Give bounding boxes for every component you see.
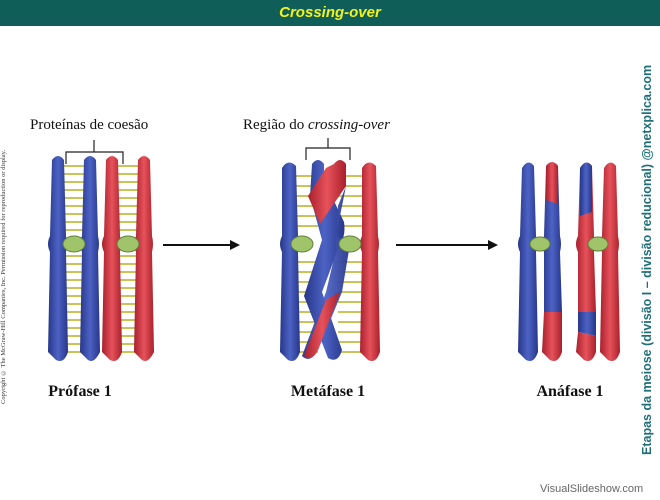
stage-label-anaphase: Anáfase 1 [536,383,604,400]
prophase-blue-chromatids [48,156,100,361]
metaphase-outer-chromatids [280,162,380,361]
prophase-cohesins [60,165,142,353]
prophase-centromeres [62,235,140,253]
arrow-metaphase-to-anaphase [396,240,498,250]
stage-label-prophase: Prófase 1 [48,383,112,400]
crossover-region-prefix: Região do [243,117,308,133]
metaphase-centromeres [290,235,362,253]
slide-title: Crossing-over [0,0,660,26]
metaphase-crossing-chromatids [302,160,350,360]
metaphase-cohesins [292,175,364,353]
arrow-prophase-to-metaphase [163,240,240,250]
anaphase-centromeres [529,236,609,252]
cohesin-label: Proteínas de coesão [30,117,149,133]
cohesin-bracket [65,140,124,164]
anaphase-left-chromosome [518,162,562,361]
crossover-region-term: crossing-over [308,117,390,133]
prophase-red-chromatids [102,156,154,361]
anaphase-right-chromosome [576,162,620,361]
stage-label-metaphase: Metáfase 1 [290,383,366,400]
footer-watermark: VisualSlideshow.com [540,483,644,495]
crossover-region-label: Região do crossing-over [243,117,390,134]
crossover-bracket [305,138,351,160]
